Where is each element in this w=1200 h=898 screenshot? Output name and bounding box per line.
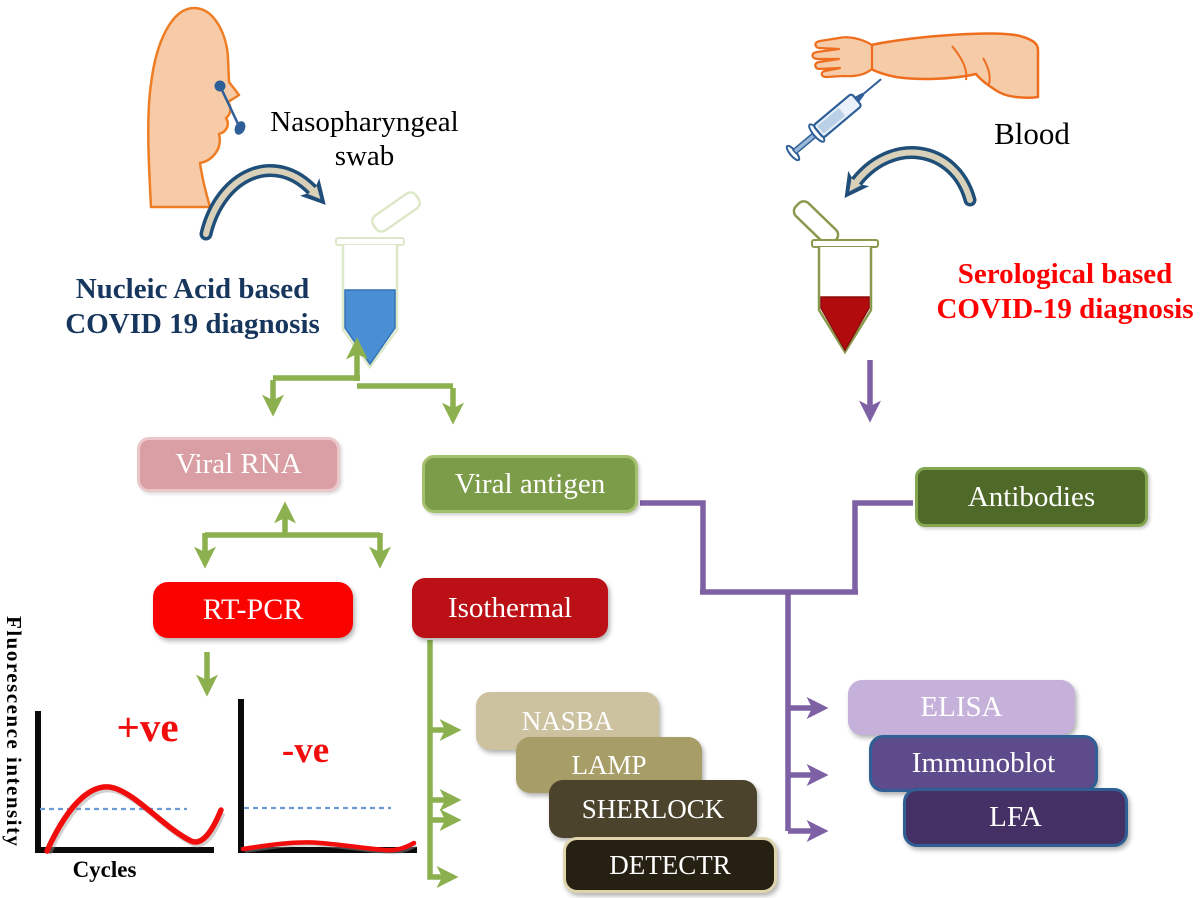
nucleic-acid-title: Nucleic Acid based COVID 19 diagnosis: [30, 272, 355, 342]
node-lfa: LFA: [903, 788, 1128, 847]
node-immunoblot: Immunoblot: [869, 735, 1098, 792]
curved-arrow-right-icon: [844, 146, 977, 207]
arm-illustration: [811, 32, 1040, 99]
syringe-icon: [785, 78, 882, 162]
nasopharyngeal-swab-label: Nasopharyngeal swab: [262, 105, 467, 173]
plot-yaxis-label: Fluorescence intensity: [2, 616, 26, 848]
node-elisa: ELISA: [848, 680, 1075, 735]
positive-result-label: +ve: [116, 704, 179, 750]
node-detectr: DETECTR: [563, 837, 777, 893]
nucleic-acid-title-line2: COVID 19 diagnosis: [65, 308, 320, 340]
blood-label: Blood: [994, 116, 1070, 151]
sample-tube-blood-icon: [792, 200, 879, 355]
swab-label-line2: swab: [334, 140, 395, 172]
node-viral-antigen: Viral antigen: [422, 455, 638, 513]
node-sherlock: SHERLOCK: [549, 780, 757, 838]
node-antibodies: Antibodies: [915, 467, 1148, 527]
person-head-profile-icon: [147, 6, 241, 209]
serological-title: Serological based COVID-19 diagnosis: [915, 257, 1200, 327]
negative-result-label: -ve: [281, 730, 330, 771]
sample-tube-blue-icon: [335, 191, 421, 370]
plot-xaxis-label: Cycles: [72, 857, 137, 882]
serological-title-line2: COVID-19 diagnosis: [936, 293, 1194, 325]
green-flow-connectors: [194, 337, 464, 888]
curved-arrow-left-icon: [199, 164, 326, 241]
purple-flow-connectors: [640, 360, 913, 842]
node-isothermal: Isothermal: [412, 578, 608, 638]
nasal-swab-icon: [214, 80, 246, 135]
serological-title-line1: Serological based: [957, 258, 1173, 290]
nucleic-acid-title-line1: Nucleic Acid based: [75, 273, 310, 305]
node-rt-pcr: RT-PCR: [153, 582, 353, 638]
node-viral-rna: Viral RNA: [137, 437, 340, 492]
rt-pcr-result-plots: [35, 699, 417, 856]
swab-label-line1: Nasopharyngeal: [270, 106, 459, 138]
